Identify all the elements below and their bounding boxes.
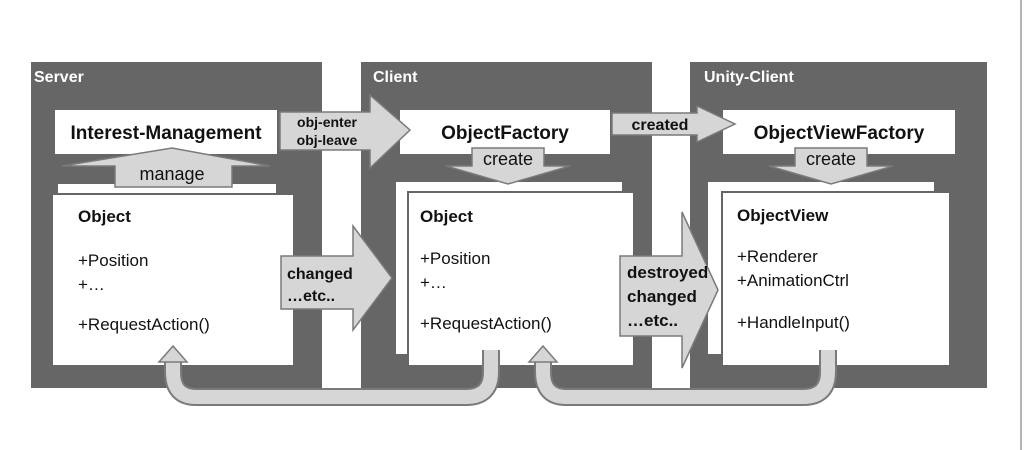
object-view-factory-title: ObjectViewFactory [754,123,925,144]
client-object-card [407,191,635,367]
loop-unity-to-client-arrowhead [527,344,559,363]
destroyed-etc-label: …etc.. [627,311,678,330]
client-panel-label: Client [373,69,418,86]
object-view-renderer: +Renderer [737,247,818,266]
unity-create-arrow [768,147,894,185]
loop-unity-to-client [536,350,835,404]
object-factory-title: ObjectFactory [441,123,569,144]
unity-client-panel-label: Unity-Client [704,69,794,86]
enter-leave-arrow [279,93,412,170]
client-object-request-action: +RequestAction() [420,314,552,333]
changed-arrow [280,223,393,333]
client-object-position: +Position [420,249,490,268]
server-panel-label: Server [34,69,84,86]
object-view-animation-ctrl: +AnimationCtrl [737,271,849,290]
object-view-factory-box [723,110,955,154]
loop-client-to-server [166,350,498,404]
changed-etc-label: …etc.. [287,288,335,305]
manage-label: manage [139,164,204,184]
obj-enter-label: obj-enter [297,114,357,130]
server-object-ellipsis: +… [78,275,105,294]
created-label: created [632,117,689,134]
object-view-handle-input: +HandleInput() [737,313,850,332]
interest-management-box [55,110,277,154]
server-object-title: Object [78,207,131,226]
created-arrow [611,104,737,144]
obj-leave-label: obj-leave [297,132,358,148]
object-factory-box [400,110,610,154]
manage-arrow [61,147,271,188]
interest-management-title: Interest-Management [70,123,262,144]
object-view-card [721,191,951,367]
loop-client-to-server-arrowhead [157,344,189,363]
unity-create-label: create [806,149,856,169]
destroyed-label: destroyed [627,263,708,282]
destroyed-changed-label: changed [627,287,697,306]
client-object-ellipsis: +… [420,273,447,292]
client-create-label: create [483,149,533,169]
object-view-title: ObjectView [737,206,829,225]
client-create-arrow [445,147,571,185]
server-object-request-action: +RequestAction() [78,315,210,334]
destroyed-arrow [619,211,719,369]
server-object-position: +Position [78,251,148,270]
changed-label: changed [287,266,353,283]
client-object-title: Object [420,207,473,226]
